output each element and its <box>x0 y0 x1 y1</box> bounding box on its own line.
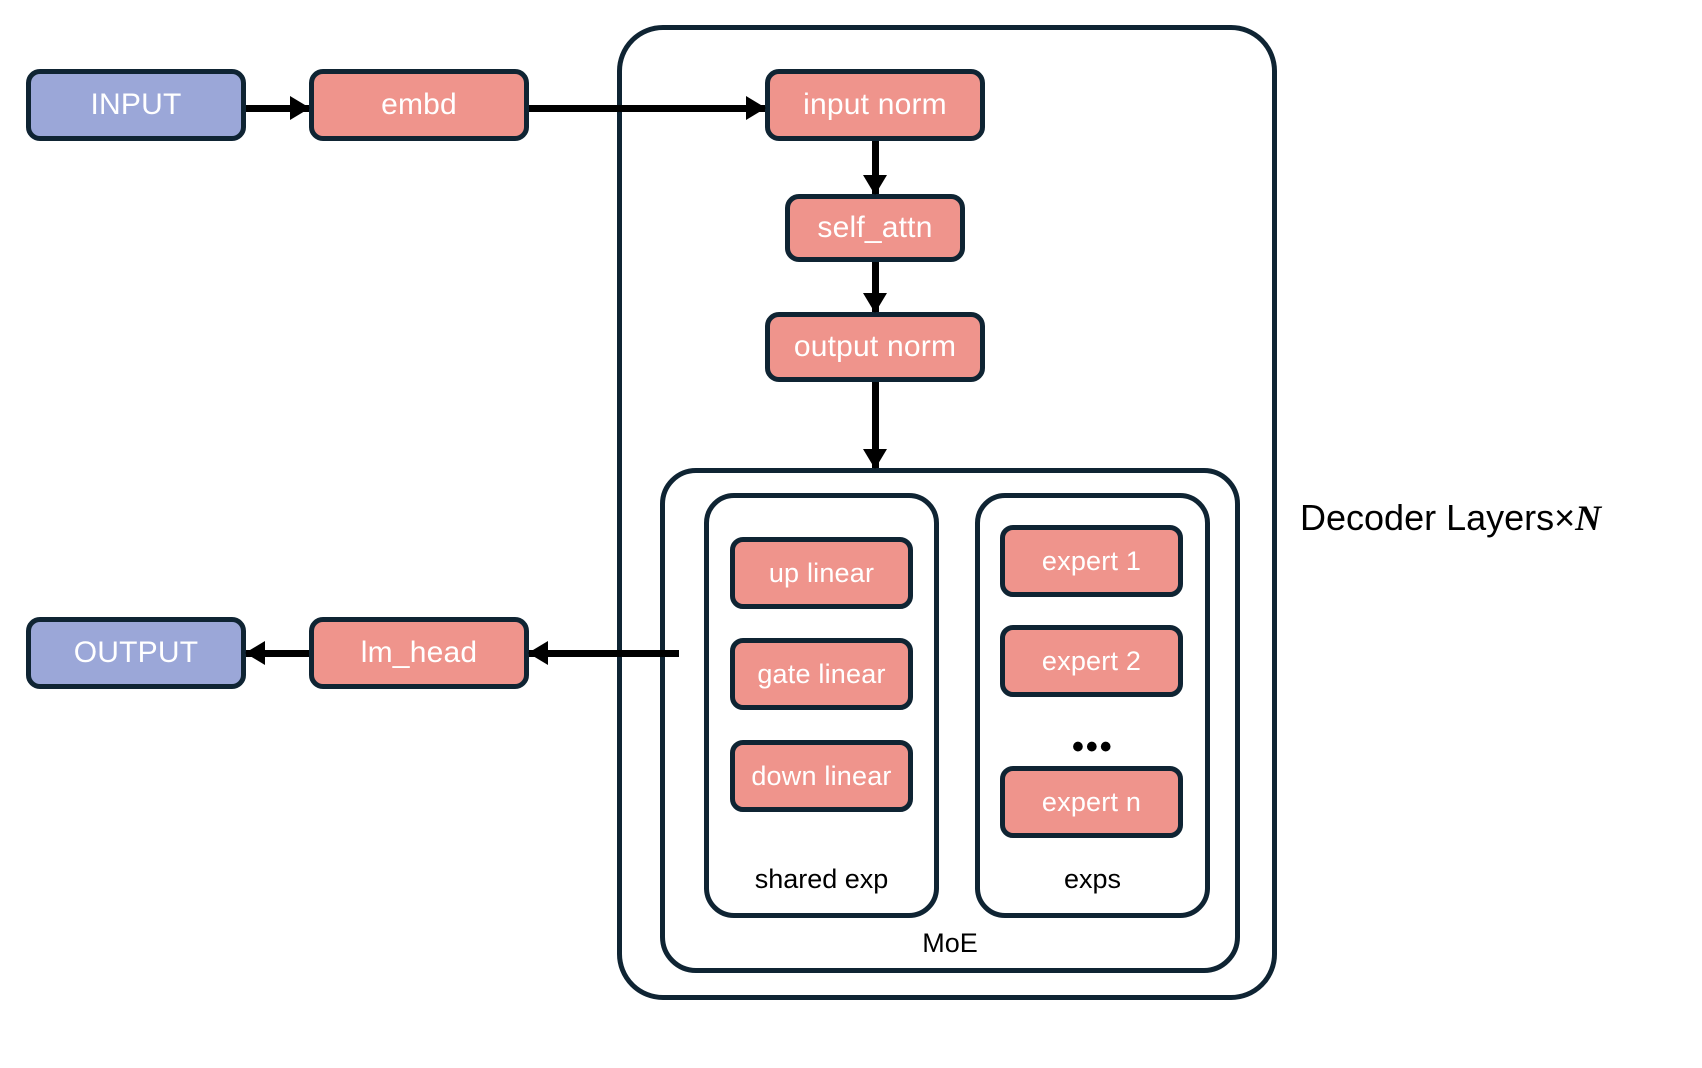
output-node[interactable]: OUTPUT <box>26 617 246 689</box>
output-norm-node[interactable]: output norm <box>765 312 985 382</box>
experts-ellipsis-icon: ••• <box>1072 728 1114 766</box>
expert-2-node[interactable]: expert 2 <box>1000 625 1183 697</box>
embd-node[interactable]: embd <box>309 69 529 141</box>
decoder-layers-frame <box>617 25 1277 1000</box>
decoder-layers-label: Decoder Layers×N <box>1300 497 1602 538</box>
moe-frame <box>660 468 1240 973</box>
expert-1-node[interactable]: expert 1 <box>1000 525 1183 597</box>
expert-n-node[interactable]: expert n <box>1000 766 1183 838</box>
up-linear-node[interactable]: up linear <box>730 537 913 609</box>
experts-caption: exps <box>1063 864 1122 894</box>
input-norm-node[interactable]: input norm <box>765 69 985 141</box>
shared-expert-caption: shared exp <box>754 864 889 894</box>
lm-head-node[interactable]: lm_head <box>309 617 529 689</box>
input-node[interactable]: INPUT <box>26 69 246 141</box>
down-linear-node[interactable]: down linear <box>730 740 913 812</box>
decoder-layers-count-variable: N <box>1575 498 1602 538</box>
gate-linear-node[interactable]: gate linear <box>730 638 913 710</box>
experts-frame <box>975 493 1210 918</box>
moe-caption: MoE <box>922 928 978 958</box>
decoder-layers-label-text: Decoder Layers× <box>1300 497 1576 538</box>
shared-expert-frame <box>704 493 939 918</box>
self-attn-node[interactable]: self_attn <box>785 194 965 262</box>
